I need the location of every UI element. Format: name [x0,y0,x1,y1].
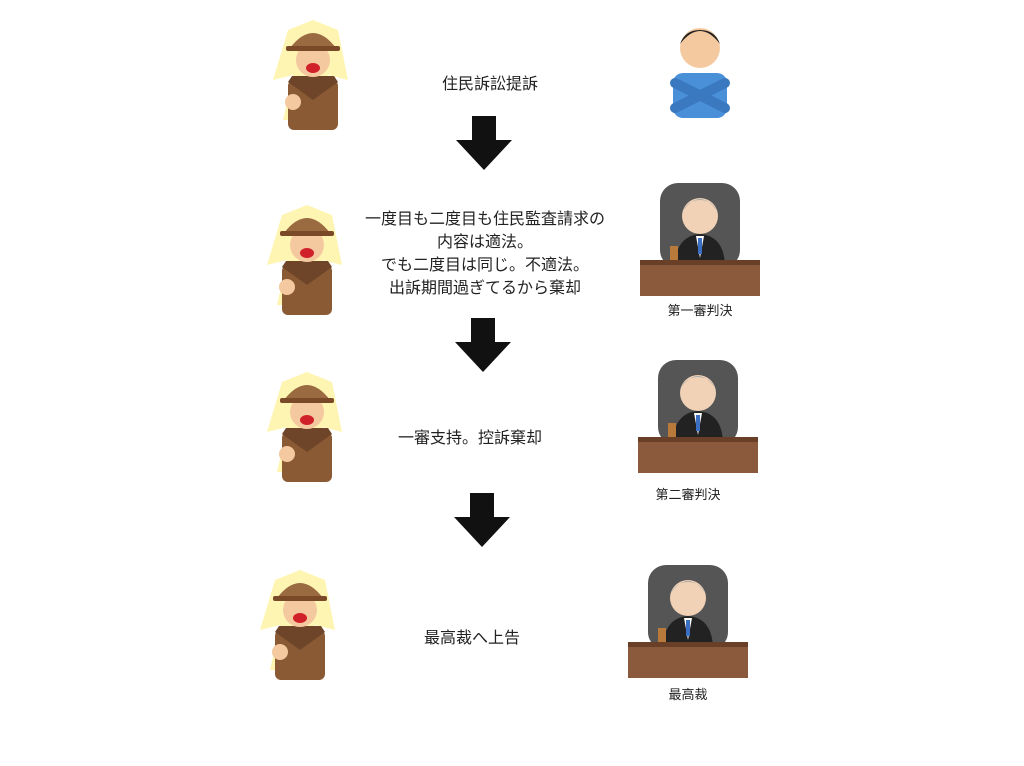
first-instance-label: 第一審判決 [667,304,733,319]
step-2-line: 出訴期間過ぎてるから棄却 [388,278,581,297]
detective-plaintiff-icon [260,570,335,680]
step-2-line: でも二度目は同じ。不適法。 [380,255,589,274]
second-instance-label: 第二審判決 [655,488,721,503]
detective-plaintiff-icon [267,372,342,482]
arrow-down-icon [456,116,512,170]
step-1-text: 住民訴訟提訴 [441,74,538,93]
judge-icon [640,183,760,296]
step-2-line: 内容は適法。 [436,232,533,251]
arrow-down-icon [454,493,510,547]
step-2-text: 一度目も二度目も住民監査請求の 内容は適法。 でも二度目は同じ。不適法。 出訴期… [340,207,630,299]
step-2-line: 一度目も二度目も住民監査請求の [364,209,605,228]
man-refusing-icon [670,28,730,118]
step-4-text: 最高裁へ上告 [423,628,520,647]
step-3-text: 一審支持。控訴棄却 [397,428,542,447]
supreme-court-label: 最高裁 [668,688,708,703]
detective-plaintiff-icon [273,20,348,130]
detective-plaintiff-icon [267,205,342,315]
judge-icon [628,565,748,678]
judge-icon [638,360,758,473]
arrow-down-icon [455,318,511,372]
